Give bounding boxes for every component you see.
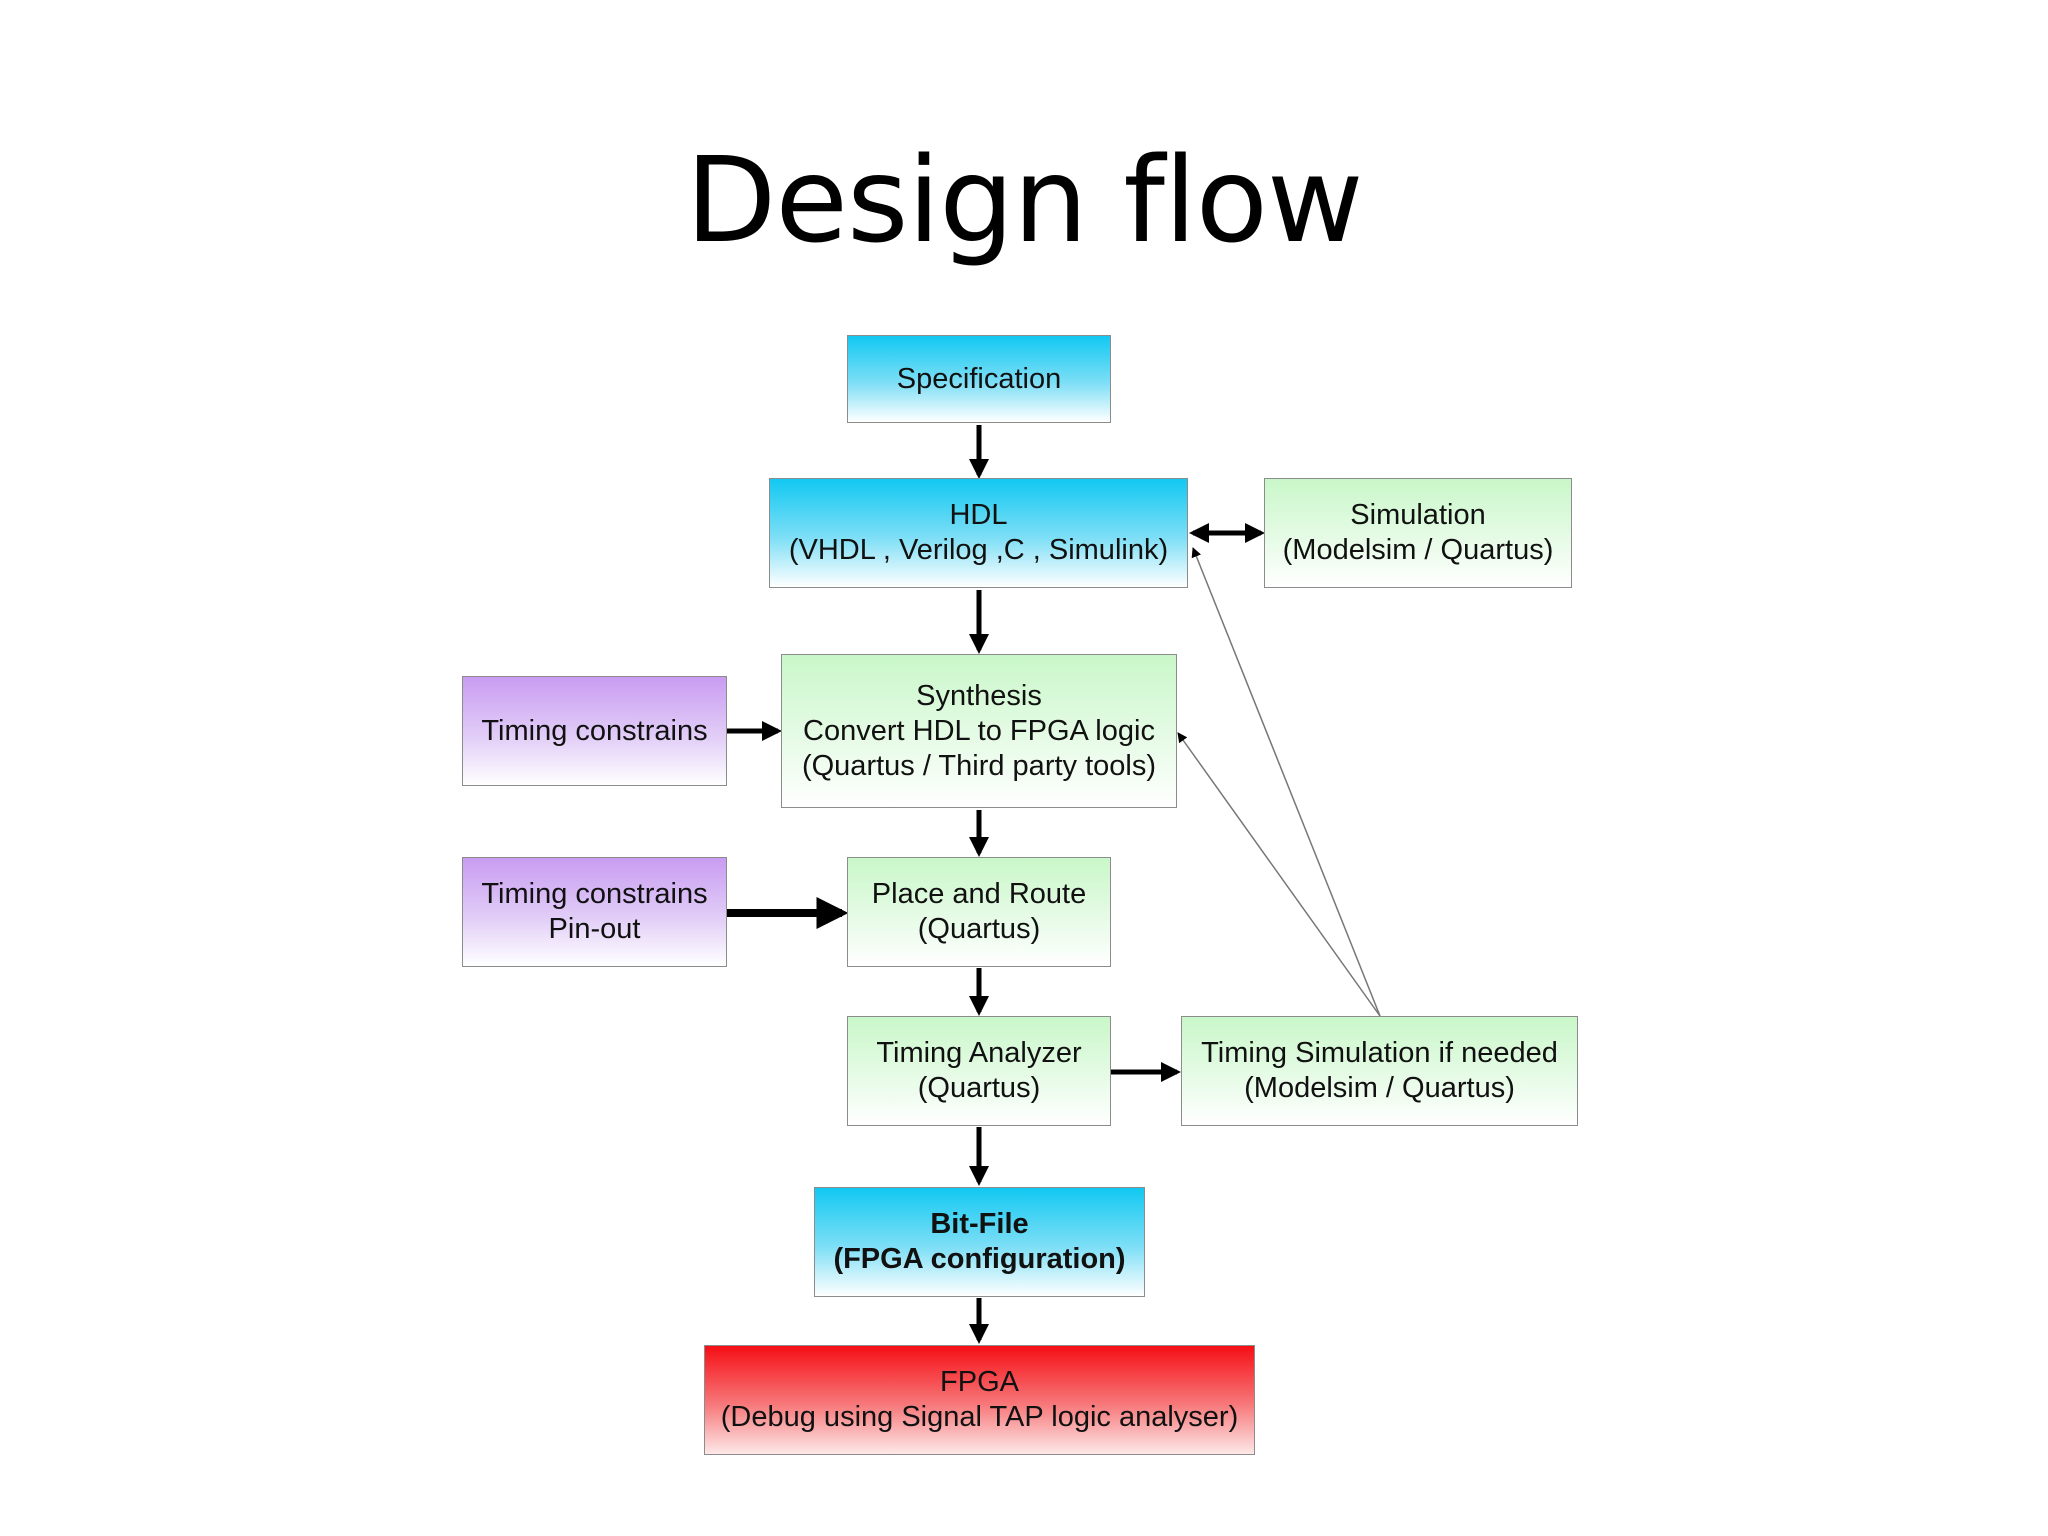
timing-simulation-box: Timing Simulation if needed (Modelsim / … (1181, 1016, 1578, 1126)
specification-label: Specification (896, 362, 1062, 395)
specification-box: Specification (847, 335, 1111, 423)
bit-file-label: Bit-File (930, 1208, 1029, 1240)
place-route-label: Place and Route (871, 878, 1087, 910)
timing-constrains-pinout-box: Timing constrains Pin-out (462, 857, 727, 967)
hdl-label: HDL (949, 499, 1008, 531)
hdl-languages: (VHDL , Verilog ,C , Simulink) (788, 534, 1169, 566)
synthesis-tools: (Quartus / Third party tools) (801, 749, 1157, 782)
timing-simulation-label: Timing Simulation if needed (1201, 1037, 1558, 1069)
pin-out-label: Pin-out (548, 913, 641, 945)
place-route-box: Place and Route (Quartus) (847, 857, 1111, 967)
bit-file-description: (FPGA configuration) (833, 1243, 1126, 1275)
simulation-tools: (Modelsim / Quartus) (1282, 534, 1554, 566)
simulation-box: Simulation (Modelsim / Quartus) (1264, 478, 1572, 588)
timing-constrains-pinout-label: Timing constrains (481, 878, 708, 910)
fpga-box: FPGA (Debug using Signal TAP logic analy… (704, 1345, 1255, 1455)
feedback-line-to-synthesis (1177, 732, 1381, 1017)
timing-simulation-tools: (Modelsim / Quartus) (1244, 1072, 1515, 1104)
simulation-label: Simulation (1350, 499, 1486, 531)
slide-title: Design flow (685, 131, 1364, 269)
synthesis-label: Synthesis (916, 679, 1042, 712)
timing-constrains-box: Timing constrains (462, 676, 727, 786)
synthesis-box: Synthesis Convert HDL to FPGA logic (Qua… (781, 654, 1177, 808)
timing-analyzer-tool: (Quartus) (917, 1072, 1041, 1104)
hdl-box: HDL (VHDL , Verilog ,C , Simulink) (769, 478, 1188, 588)
feedback-line-to-hdl (1191, 547, 1381, 1017)
timing-constrains-label: Timing constrains (481, 714, 708, 747)
timing-analyzer-label: Timing Analyzer (876, 1037, 1082, 1069)
fpga-label: FPGA (940, 1366, 1019, 1398)
fpga-debug-description: (Debug using Signal TAP logic analyser) (720, 1401, 1239, 1433)
bit-file-box: Bit-File (FPGA configuration) (814, 1187, 1145, 1297)
place-route-tool: (Quartus) (917, 913, 1041, 945)
timing-analyzer-box: Timing Analyzer (Quartus) (847, 1016, 1111, 1126)
synthesis-description: Convert HDL to FPGA logic (803, 714, 1155, 747)
